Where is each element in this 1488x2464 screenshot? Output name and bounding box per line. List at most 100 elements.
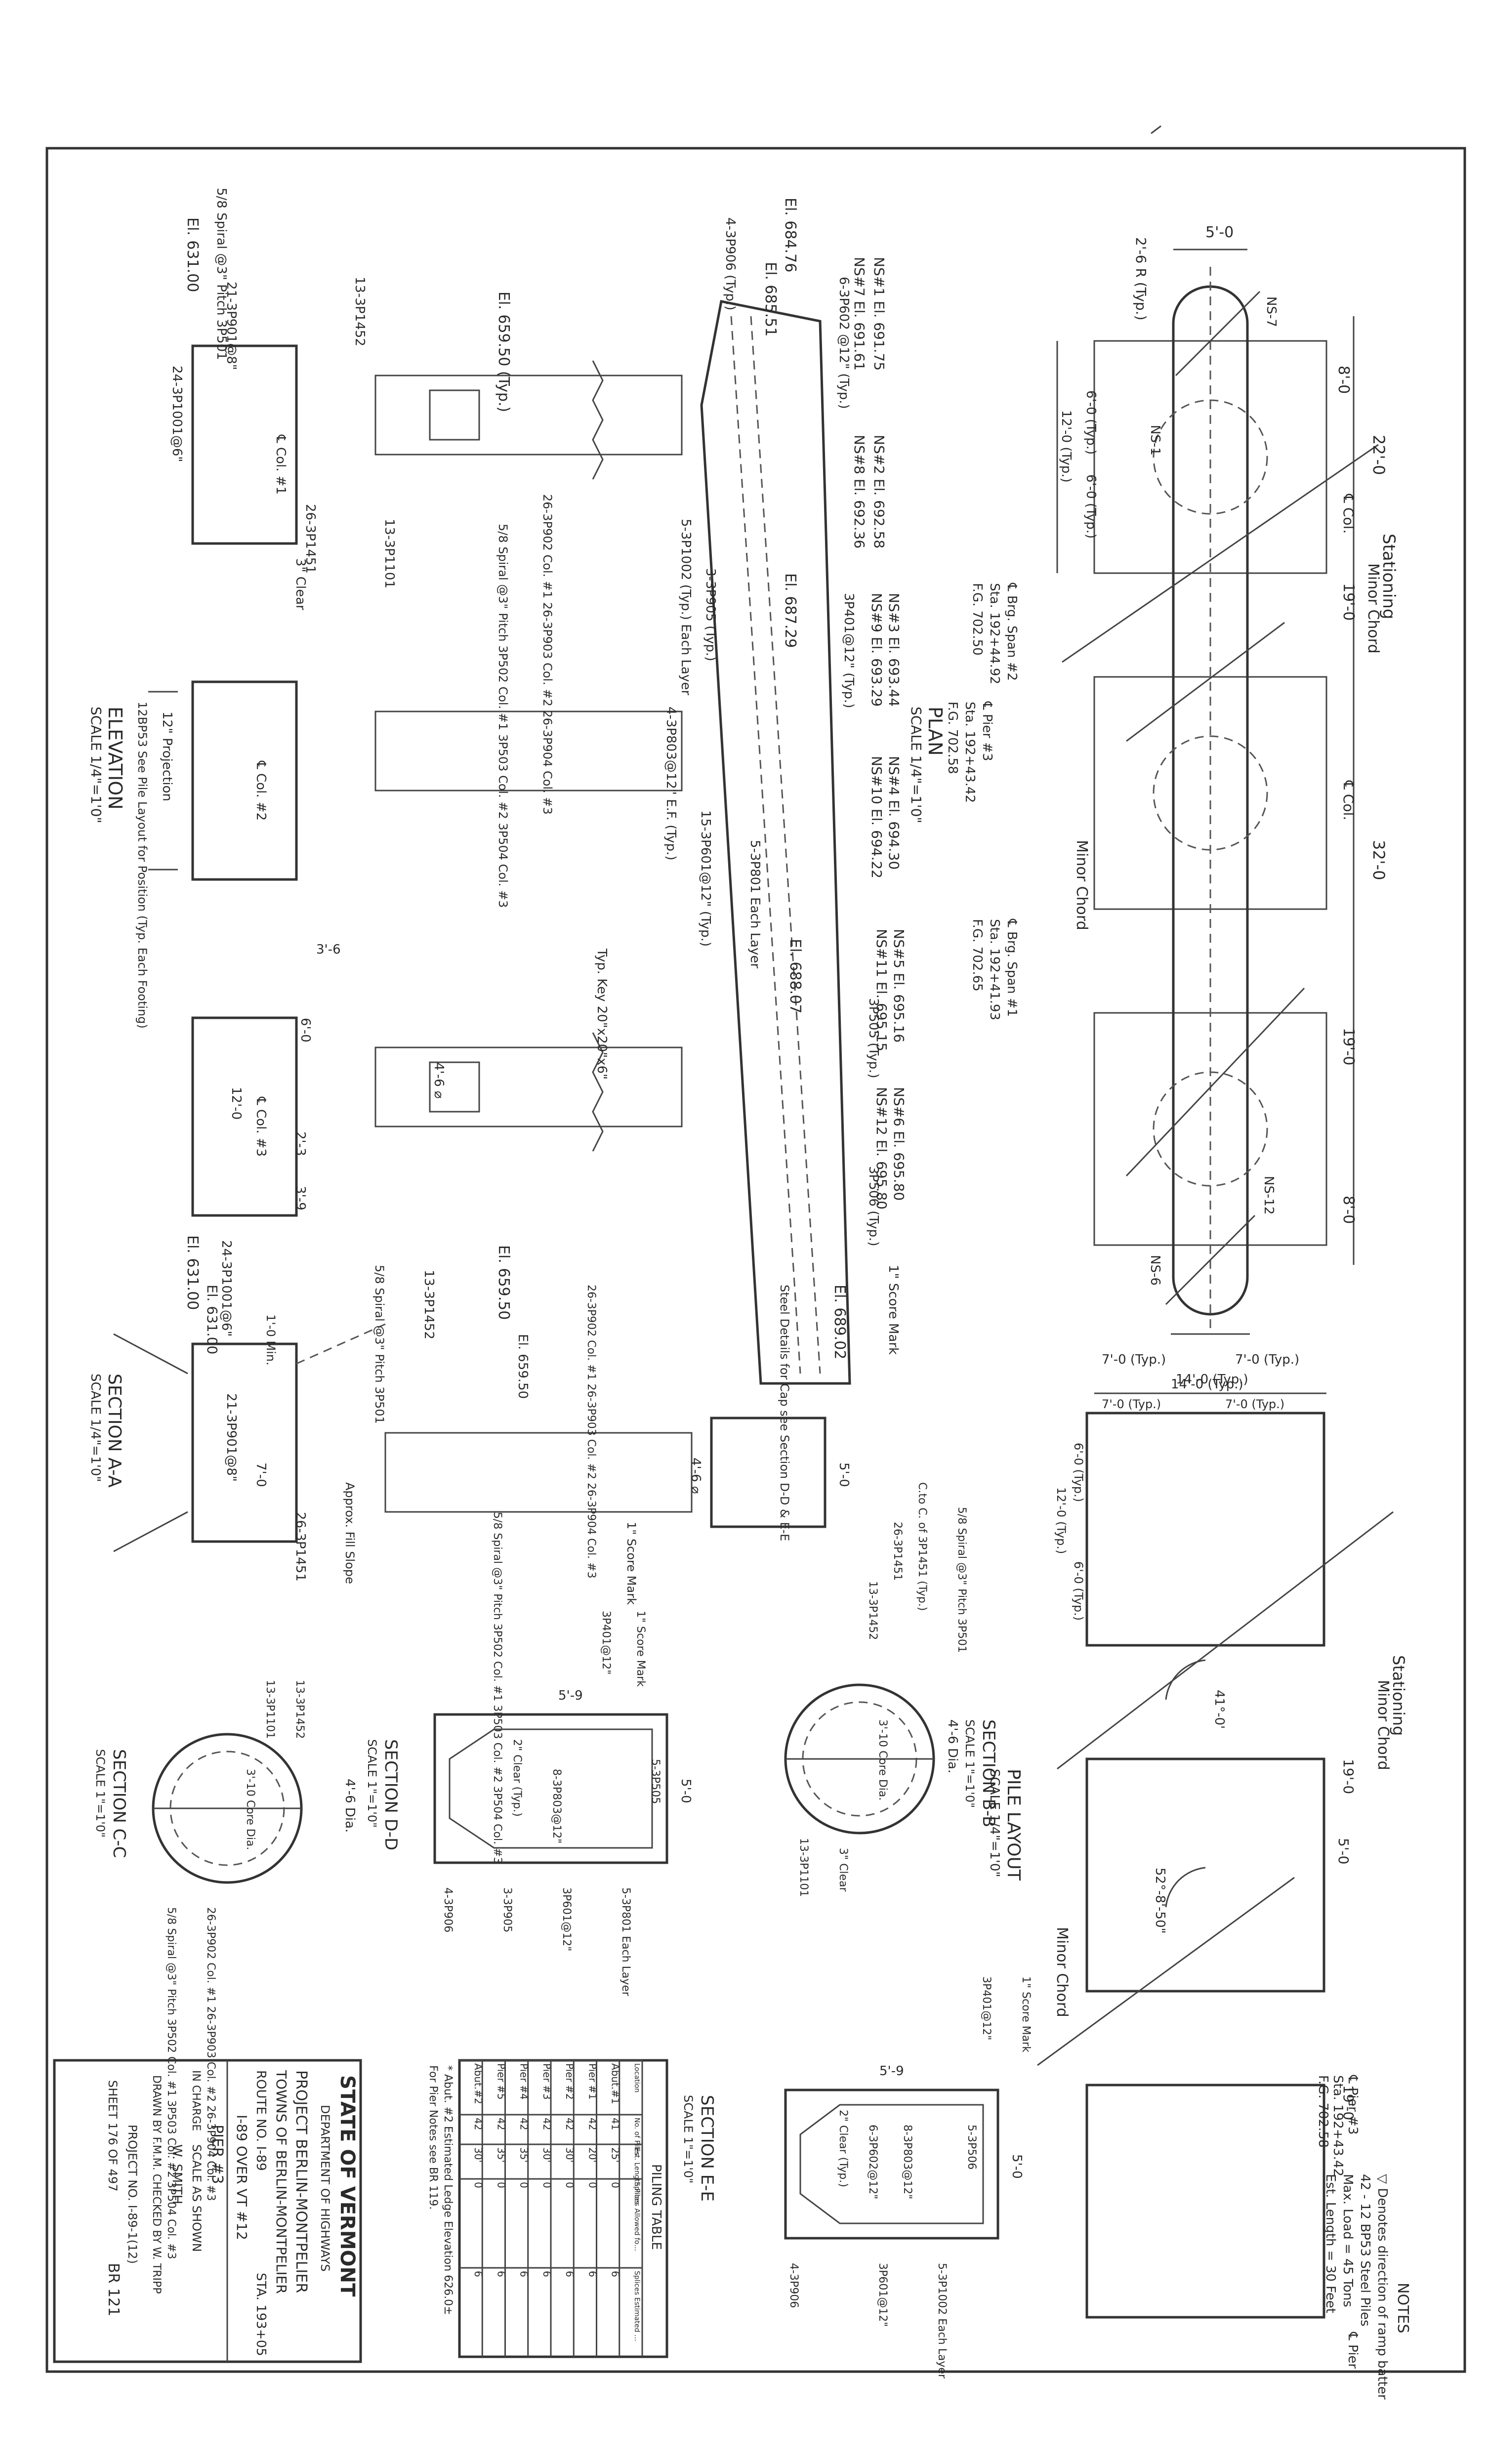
plan-stationing: Stationing	[1379, 534, 1399, 619]
elevation-ns5: NS#5 El. 695.16	[891, 929, 907, 1043]
pile-layout-dim-19: 19'-0	[1340, 1759, 1357, 1794]
section-bb-spiral: 5/8 Spiral @3" Pitch 3P501	[955, 1507, 968, 1653]
piling-table-cell: 0	[518, 2182, 530, 2188]
elevation-bar-3p401: 3P401@12" (Typ.)	[841, 593, 856, 708]
section-aa-footing	[191, 1342, 298, 1543]
notes-item-4: Est. Length = 30 Feet	[1323, 2174, 1338, 2313]
section-ee-scale: SCALE 1"=1'0"	[681, 2095, 695, 2183]
elevation-footing-1	[191, 344, 298, 545]
piling-table-cell: 0	[472, 2182, 484, 2188]
pile-layout-dim-7b: 7'-0 (Typ.)	[1225, 1397, 1284, 1411]
section-cc-view: 4'-6 Dia. 3'-10 Core Dia. 13-3P1452 13-3…	[93, 1680, 357, 2259]
elevation-ns1: NS#1 El. 691.75	[871, 257, 887, 371]
piling-table-title: PILING TABLE	[649, 2164, 663, 2250]
section-aa-bar-1001: 24-3P1001@6"	[219, 1240, 234, 1336]
section-bb-1101: 13-3P1101	[797, 1838, 810, 1897]
elevation-dim-46: 4'-6 ⌀	[431, 1062, 446, 1099]
title-project-no: PROJECT NO. I-89-1(12)	[125, 2125, 139, 2264]
section-ee-602: 6-3P602@12"	[867, 2125, 879, 2199]
elevation-footing-2	[191, 680, 298, 881]
elevation-dim-23: 2'-3	[293, 1131, 308, 1156]
title-in-charge: IN CHARGE	[190, 2070, 202, 2131]
plan-cl-col-2: ℄ Col.	[1340, 780, 1357, 820]
section-dd-905: 3-3P905	[501, 1887, 513, 1932]
elevation-key-3	[429, 1061, 480, 1113]
pile-layout-title: PILE LAYOUT	[1003, 1769, 1024, 1881]
plan-radius: 2'-6 R (Typ.)	[1133, 237, 1149, 321]
plan-brg-span1: ℄ Brg. Span #1	[1004, 919, 1019, 1017]
elevation-bar-3p602: 6-3P602 @12" (Typ.)	[836, 277, 851, 409]
section-cc-title: SECTION C-C	[109, 1749, 129, 1858]
section-bb-view: 4'-6 Dia. 3'-10 Core Dia. C.to C. of 3P1…	[784, 1482, 998, 1897]
plan-view: Stationing Minor Chord Minor Chord 22'-0…	[908, 224, 1399, 1394]
elevation-projection: 12" Projection	[160, 711, 174, 801]
section-bb-ctr: C.to C. of 3P1451 (Typ.)	[916, 1482, 928, 1611]
section-ee-506: 5-3P506	[965, 2125, 978, 2170]
pile-layout-angle-2: 52°-8'-50"	[1153, 1868, 1167, 1934]
notes-item-1: ▽ Denotes direction of ramp batter	[1375, 2174, 1390, 2400]
title-route: ROUTE NO. I-89	[253, 2070, 268, 2171]
elevation-view: El. 684.76 El. 685.51 El. 687.29 El. 688…	[88, 188, 907, 1541]
section-dd-title: SECTION D-D	[381, 1739, 401, 1850]
section-bb-1451: 26-3P1451	[891, 1522, 904, 1581]
title-project: PROJECT BERLIN-MONTPELIER	[292, 2070, 310, 2293]
piling-table-cell: 0	[495, 2182, 507, 2188]
plan-pier-sta: Sta. 192+43.42	[962, 702, 977, 803]
elevation-score-mark: 1" Score Mark	[886, 1265, 901, 1355]
plan-brg-span2-fg: F.G. 702.50	[970, 583, 985, 656]
elevation-ns4: NS#4 El. 694.30	[886, 756, 902, 870]
section-ee-view: 5'-9 5'-0 1" Score Mark 3P401@12" 5-3P50…	[681, 1976, 1032, 2379]
section-cc-1452: 13-3P1452	[293, 1680, 306, 1739]
section-dd-score: 1" Score Mark	[634, 1611, 647, 1687]
section-bb-core: 3'-10 Core Dia.	[876, 1719, 889, 1800]
pile-layout-cl-pier: ℄ Pier #3	[1345, 2075, 1360, 2135]
elevation-ns11: NS#11 El. 695.15	[873, 929, 890, 1051]
elevation-ns7: NS#7 El. 691.61	[851, 257, 868, 371]
plan-dim-12: 12'-0 (Typ.)	[1059, 410, 1074, 483]
pile-layout-dim-6b: 6'-0 (Typ.)	[1072, 1561, 1085, 1621]
piling-table-cell: 0	[586, 2182, 598, 2188]
section-bb-title: SECTION B-B	[979, 1719, 998, 1827]
piling-table-cell: 6	[518, 2271, 530, 2277]
section-aa-min: 1'-0 Min.	[264, 1314, 278, 1366]
section-dd-401: 3P401@12"	[600, 1611, 612, 1674]
section-ee-score: 1" Score Mark	[1020, 1976, 1032, 2052]
elevation-bar-3p803: 4-3P803@12" E.F. (Typ.)	[663, 707, 678, 860]
elevation-cap-inner-1	[730, 316, 801, 1374]
plan-ns6: NS-6	[1148, 1255, 1162, 1286]
plan-cl-col-1: ℄ Col.	[1340, 494, 1357, 534]
piling-table-header: No. of Piles	[633, 2118, 641, 2156]
section-bb-scale: SCALE 1"=1'0"	[963, 1719, 977, 1808]
pile-layout-chord-line	[1037, 1877, 1295, 2066]
elevation-el-689: El. 689.02	[831, 1285, 848, 1359]
plan-skew-line-4	[1175, 291, 1261, 376]
plan-skew-line-2	[1126, 622, 1285, 742]
pile-layout-footing-1	[1085, 1412, 1325, 1647]
section-dd-clear: 2" Clear (Typ.)	[511, 1739, 523, 1817]
title-over: I-89 OVER VT #12	[234, 2115, 250, 2240]
section-dd-scale: SCALE 1"=1'0"	[365, 1739, 379, 1828]
plan-dim-5: 5'-0	[1205, 224, 1234, 241]
section-ee-906: 4-3P906	[787, 2263, 800, 2308]
pile-layout-view: Stationing Minor Chord Minor Chord 41°-0…	[987, 1377, 1408, 2369]
elevation-bar-1452: 13-3P1452	[352, 277, 367, 346]
section-cc-bars: 26-3P902 Col. #1 26-3P903 Col. #2 26-3P9…	[205, 1907, 217, 2201]
section-dd-601: 3P601@12"	[560, 1887, 573, 1951]
plan-dim-22: 22'-0	[1369, 435, 1388, 475]
title-pier: PIER #3	[208, 2125, 226, 2184]
section-dd-505: 5-3P505	[649, 1759, 661, 1804]
piling-table-header: Splices Allowed fo…	[633, 2182, 641, 2251]
section-bb-clear: 3" Clear	[837, 1848, 849, 1892]
title-towns: TOWNS OF BERLIN-MONTPELIER	[273, 2070, 289, 2294]
plan-cl-pier: ℄ Pier #3	[980, 701, 994, 761]
elevation-bar-1001: 24-3P1001@6"	[169, 366, 184, 462]
elevation-steel-details: Steel Details for Cap see Section D-D & …	[778, 1285, 791, 1541]
elevation-bar-3p905: 3-3P905 (Typ.)	[703, 568, 718, 661]
elevation-cap-inner-2	[750, 316, 821, 1374]
title-block: STATE OF VERMONT DEPARTMENT OF HIGHWAYS …	[53, 2059, 362, 2363]
piling-table-cell: 0	[541, 2182, 553, 2188]
elevation-piles-note: 12BP53 See Pile Layout for Position (Typ…	[135, 702, 149, 1029]
plan-brg-span2: ℄ Brg. Span #2	[1004, 583, 1019, 681]
piling-table-cell: 0	[610, 2182, 621, 2188]
section-ee-1002: 5-3P1002 Each Layer	[936, 2263, 948, 2379]
